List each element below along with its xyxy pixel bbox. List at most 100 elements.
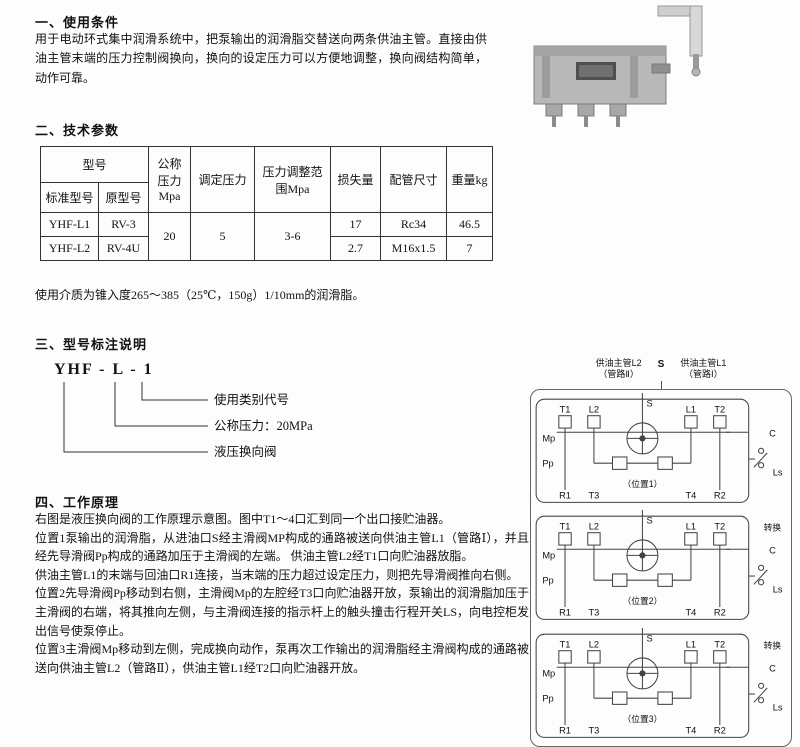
port-label-r2: R2 <box>714 607 726 617</box>
grease-note: 使用介质为锥入度265～385（25℃，150g）1/10mm的润滑脂。 <box>35 288 365 302</box>
port-label-s: S <box>647 398 653 408</box>
th-adjust-range: 压力调整范围Mpa <box>254 146 331 213</box>
th-nominal-pressure: 公称压力Mpa <box>148 146 191 213</box>
fork-line-1 <box>141 382 208 401</box>
cell-nominal: 20 <box>148 212 191 261</box>
pump-center-dot <box>639 552 646 559</box>
cell-set: 5 <box>190 212 255 261</box>
unit3-labels: T1 L2 S L1 T2 Mp Pp R1 T3 T4 R2 （位置3） 转换… <box>542 633 783 735</box>
main-spool-label: Mp <box>542 551 555 561</box>
port-label-t2: T2 <box>714 404 725 414</box>
switch-label: 转换 <box>764 522 782 533</box>
principle-paragraph: 供油主管L1的末端与回油口R1连接，当末端的压力超过设定压力，则把先导滑阀推向右… <box>35 567 519 582</box>
unit2-schematic-lines <box>535 510 768 620</box>
fork-line-2 <box>114 382 208 427</box>
pilot-spool-label: Pp <box>542 458 553 468</box>
limit-switch-label: Ls <box>773 467 783 477</box>
port-label-s: S <box>647 633 653 643</box>
port-label-r1: R1 <box>559 490 571 500</box>
th-weight: 重量kg <box>446 146 493 213</box>
position-label: （位置1） <box>622 477 662 488</box>
mounting-bracket <box>657 5 703 77</box>
unit3-schematic-lines <box>535 627 768 738</box>
th-original-model: 原型号 <box>98 182 149 213</box>
cell-weight: 7 <box>446 236 493 261</box>
table-row: YHF-L2 RV-4U 2.7 M16x1.5 7 <box>40 236 493 261</box>
th-standard-model: 标准型号 <box>40 182 99 213</box>
pump-center-dot <box>639 434 646 442</box>
port-label-c: C <box>769 663 776 673</box>
diagram-frame: T1 L2 S L1 T2 Mp Pp R1 T3 T4 R2 （位置1） C … <box>530 388 792 747</box>
main-line-l1-name: 供油主管L1 <box>680 358 727 368</box>
port-label-t3: T3 <box>589 490 600 500</box>
valve-unit-position2: T1 L2 S L1 T2 Mp Pp R1 T3 T4 R2 （位置2） 转换… <box>535 510 783 620</box>
cell-orig-model: RV-4U <box>98 236 149 261</box>
annotation-nominal-pressure: 公称压力：20MPa <box>214 419 313 433</box>
port-label-t4: T4 <box>686 490 697 500</box>
section-usage-heading: 一、使用条件 <box>35 15 120 30</box>
port-label-t4: T4 <box>686 725 697 735</box>
main-line-l2-name: 供油主管L2 <box>595 358 642 368</box>
fork-line-3 <box>63 382 208 453</box>
port-label-t1: T1 <box>560 639 571 649</box>
inlet-feed-line <box>661 381 662 389</box>
port-label-r2: R2 <box>714 490 726 500</box>
main-line-l2-label: 供油主管L2 （管路Ⅱ） <box>596 358 642 381</box>
port-label-t4: T4 <box>686 607 697 617</box>
port-label-l1: L1 <box>686 522 696 532</box>
position-label: （位置2） <box>622 595 662 606</box>
principle-paragraph: 位置1泵输出的润滑脂，从进油口S经主滑阀MP构成的通路被送向供油主管L1（管路Ⅰ… <box>35 530 529 564</box>
port-label-t3: T3 <box>589 725 600 735</box>
cell-std-model: YHF-L2 <box>40 236 99 261</box>
switch-label: 转换 <box>764 639 782 650</box>
principle-paragraph: 位置2先导滑阀Pp移动到右侧，主滑阀Mp的左腔经T3口向贮油器开放，泵输出的润滑… <box>35 586 530 638</box>
spec-table: 型号 公称压力Mpa 调定压力 压力调整范围Mpa 损失量 配管尺寸 重量kg … <box>40 146 493 261</box>
main-spool-label: Mp <box>542 433 555 443</box>
valve-body <box>533 45 671 105</box>
port-label-l2: L2 <box>589 522 599 532</box>
pilot-spool-label: Pp <box>542 575 553 585</box>
unit1-schematic-lines <box>535 392 768 503</box>
main-line-l2-sub: （管路Ⅱ） <box>598 369 639 380</box>
th-set-pressure: 调定压力 <box>190 146 255 213</box>
pilot-spool-label: Pp <box>542 693 553 703</box>
diagram-header: 供油主管L2 （管路Ⅱ） S 供油主管L1 （管路Ⅰ） <box>530 358 792 389</box>
annotation-valve-name: 液压换向阀 <box>214 444 277 459</box>
cell-loss: 2.7 <box>330 236 381 261</box>
model-code: YHF - L - 1 <box>54 361 154 378</box>
port-label-r1: R1 <box>559 725 571 735</box>
section-model-heading: 三、型号标注说明 <box>35 337 148 352</box>
limit-switch-label: Ls <box>773 585 783 595</box>
section-usage-body: 用于电动环式集中润滑系统中，把泵输出的润滑脂交替送向两条供油主管。直接由供油主管… <box>35 32 487 85</box>
principle-diagram: 供油主管L2 （管路Ⅱ） S 供油主管L1 （管路Ⅰ） <box>530 358 792 747</box>
section-principle-heading: 四、工作原理 <box>35 495 120 510</box>
port-label-t2: T2 <box>714 522 725 532</box>
port-label-l2: L2 <box>589 404 599 414</box>
main-line-l1-sub: （管路Ⅰ） <box>684 369 723 380</box>
valve-unit-position3: T1 L2 S L1 T2 Mp Pp R1 T3 T4 R2 （位置3） 转换… <box>535 627 783 738</box>
unit1-labels: T1 L2 S L1 T2 Mp Pp R1 T3 T4 R2 （位置1） C … <box>542 398 783 500</box>
inlet-s-label: S <box>657 359 665 370</box>
port-label-t1: T1 <box>560 522 571 532</box>
th-pipe-size: 配管尺寸 <box>380 146 447 213</box>
position-label: （位置3） <box>622 713 662 724</box>
principle-text: 右图是液压换向阀的工作原理示意图。图中T1～4口汇到同一个出口接贮油器。 位置1… <box>35 510 529 677</box>
table-row: YHF-L1 RV-3 20 5 3-6 17 Rc34 46.5 <box>40 212 493 261</box>
cell-orig-model: RV-3 <box>98 212 149 237</box>
port-label-r1: R1 <box>559 607 571 617</box>
port-label-t3: T3 <box>589 607 600 617</box>
port-label-s: S <box>647 515 653 525</box>
cell-weight: 46.5 <box>446 212 493 237</box>
cell-pipe: M16x1.5 <box>380 236 447 261</box>
port-label-c: C <box>769 545 776 555</box>
port-label-r2: R2 <box>714 725 726 735</box>
cell-range: 3-6 <box>254 212 331 261</box>
th-loss: 损失量 <box>330 146 381 213</box>
pump-center-dot <box>639 669 646 677</box>
port-label-t1: T1 <box>560 404 571 414</box>
port-label-t2: T2 <box>714 639 725 649</box>
cell-std-model: YHF-L1 <box>40 212 99 237</box>
principle-paragraph: 位置3主滑阀Mp移动到左侧，完成换向动作，泵再次工作输出的润滑脂经主滑阀构成的通… <box>35 642 529 675</box>
limit-switch-label: Ls <box>773 702 783 712</box>
port-label-c: C <box>769 428 776 438</box>
